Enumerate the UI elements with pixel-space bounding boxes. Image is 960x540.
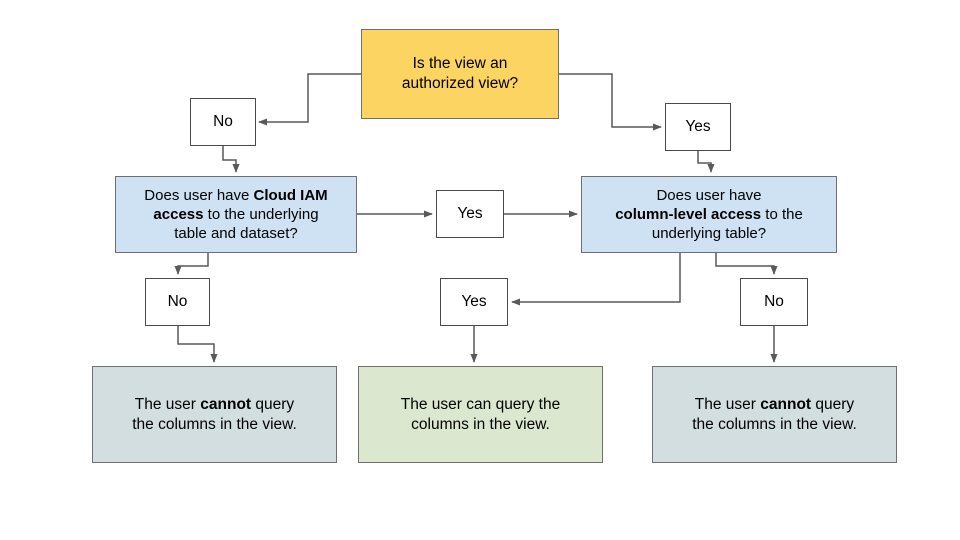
connector-iam-question-to-no	[174, 253, 209, 275]
node-branch-no-top-label: No	[213, 113, 233, 131]
node-iam-no-label: No	[167, 293, 188, 311]
node-branch-yes-top[interactable]: Yes	[665, 103, 731, 151]
connector-column-question-to-yes	[511, 253, 681, 306]
node-column-no[interactable]: No	[740, 278, 808, 326]
node-column-yes[interactable]: Yes	[440, 278, 508, 326]
node-iam-yes-label: Yes	[457, 205, 483, 223]
node-branch-no-top[interactable]: No	[190, 98, 256, 146]
node-column-no-label: No	[764, 293, 784, 311]
connector-yes-to-column-question	[697, 151, 715, 173]
node-iam-yes[interactable]: Yes	[436, 190, 504, 238]
node-iam-no[interactable]: No	[145, 278, 210, 326]
node-column-yes-label: Yes	[461, 293, 487, 311]
node-is-authorized-view-label: Is the view an authorized view?	[401, 55, 519, 92]
connector-column-question-to-no	[715, 253, 778, 275]
connector-start-to-no	[258, 73, 361, 126]
node-branch-yes-top-label: Yes	[685, 118, 711, 136]
node-is-authorized-view[interactable]: Is the view an authorized view?	[361, 29, 559, 119]
connector-no-to-iam-question	[222, 146, 240, 173]
connector-iam-no-to-result-left	[177, 326, 218, 363]
connector-start-to-yes	[559, 73, 662, 131]
